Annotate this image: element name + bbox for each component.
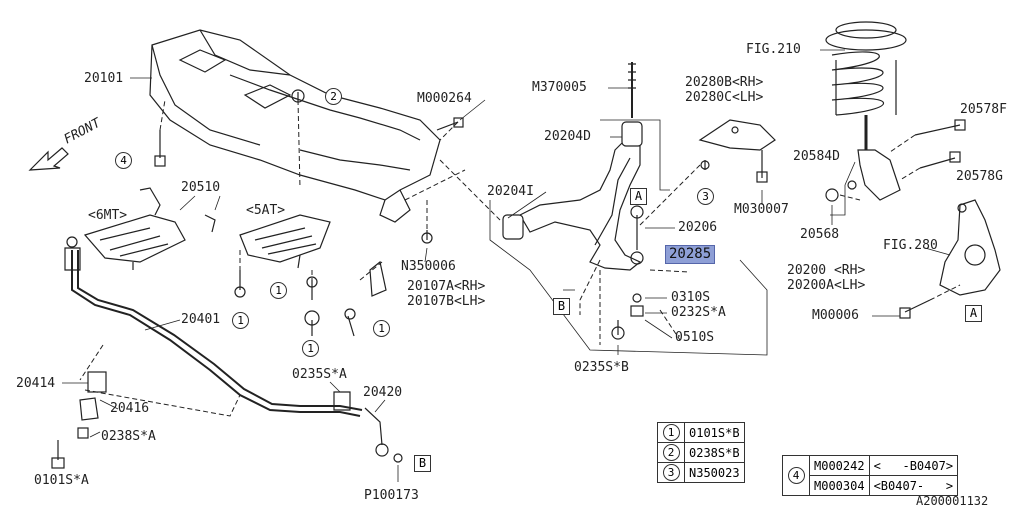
legend-part: 0238S*B — [684, 442, 745, 463]
label-m000264: M000264 — [417, 91, 472, 106]
label-20584d: 20584D — [793, 149, 840, 164]
label-20200a: 20200A<LH> — [787, 278, 866, 293]
legend-num: 1 — [657, 422, 685, 443]
label-0235s-b: 0235S*B — [574, 360, 629, 375]
marker-circle-2: 2 — [325, 88, 342, 105]
label-20578g: 20578G — [956, 169, 1003, 184]
diagram-id: A200001132 — [916, 494, 989, 508]
legend-table: 1 0101S*B 2 0238S*B 3 N350023 — [657, 422, 745, 483]
label-0101s-a: 0101S*A — [34, 473, 89, 488]
label-0232s-a: 0232S*A — [671, 305, 726, 320]
legend-row: 1 0101S*B — [657, 422, 745, 443]
legend-num: 3 — [657, 462, 685, 483]
marker-circle-3: 3 — [697, 188, 714, 205]
marker-box-b: B — [553, 298, 570, 315]
front-arrow-icon — [28, 147, 69, 171]
crossmember-drawing — [149, 29, 441, 223]
label-m030007: M030007 — [734, 202, 789, 217]
stabilizer-bar-drawing — [64, 236, 363, 417]
marker-circle-1: 1 — [373, 320, 390, 337]
label-20107a: 20107A<RH> — [407, 279, 486, 294]
legend-range: <B0407- > — [868, 475, 959, 496]
control-arm-drawing — [502, 62, 644, 340]
marker-box-a: A — [965, 305, 982, 322]
legend-num: 4 — [782, 455, 810, 496]
marker-box-a: A — [630, 188, 647, 205]
label-20280b: 20280B<RH> — [685, 75, 764, 90]
legend-row: 2 0238S*B — [657, 442, 745, 463]
link-and-bushing-drawing — [51, 260, 403, 469]
legend-row: 3 N350023 — [657, 462, 745, 483]
legend-part: 0101S*B — [684, 422, 745, 443]
label-6mt: <6MT> — [88, 208, 128, 223]
label-20101: 20101 — [84, 71, 124, 86]
knuckle-drawing — [899, 199, 1001, 319]
label-5at: <5AT> — [246, 203, 286, 218]
label-m370005: M370005 — [532, 80, 587, 95]
marker-circle-1: 1 — [270, 282, 287, 299]
label-20420: 20420 — [363, 385, 403, 400]
marker-circle-4: 4 — [115, 152, 132, 169]
label-0238s-a: 0238S*A — [101, 429, 156, 444]
legend-part: M000304 — [809, 475, 870, 496]
label-20416: 20416 — [110, 401, 150, 416]
legend-row: M000304 <B0407- > — [783, 475, 959, 496]
legend-num: 2 — [657, 442, 685, 463]
legend-part: N350023 — [684, 462, 745, 483]
label-m00006: M00006 — [812, 308, 859, 323]
label-20107b: 20107B<LH> — [407, 294, 486, 309]
marker-box-b: B — [414, 455, 431, 472]
label-20568: 20568 — [800, 227, 840, 242]
label-0235s-a: 0235S*A — [292, 367, 347, 382]
label-fig280: FIG.280 — [883, 238, 938, 253]
label-20280c: 20280C<LH> — [685, 90, 764, 105]
label-n350006: N350006 — [401, 259, 456, 274]
strut-drawing — [825, 21, 966, 202]
label-20578f: 20578F — [960, 102, 1007, 117]
label-0310s: 0310S — [671, 290, 711, 305]
label-20414: 20414 — [16, 376, 56, 391]
label-20285-highlighted[interactable]: 20285 — [665, 245, 716, 264]
label-p100173: P100173 — [364, 488, 419, 503]
label-20206: 20206 — [678, 220, 718, 235]
label-20510: 20510 — [181, 180, 221, 195]
label-20200: 20200 <RH> — [787, 263, 866, 278]
legend-table-alternates: 4 M000242 < -B0407> M000304 <B0407- > — [782, 455, 959, 496]
legend-row: 4 M000242 < -B0407> — [782, 455, 959, 496]
label-20204i: 20204I — [487, 184, 534, 199]
bracket-drawing — [83, 187, 331, 270]
marker-circle-1: 1 — [232, 312, 249, 329]
label-20204d: 20204D — [544, 129, 591, 144]
legend-part: M000242 — [809, 455, 870, 476]
marker-circle-1: 1 — [302, 340, 319, 357]
label-fig210: FIG.210 — [746, 42, 801, 57]
legend-range: < -B0407> — [868, 455, 959, 476]
label-0510s: 0510S — [675, 330, 715, 345]
ball-joint-bracket-drawing — [698, 119, 776, 183]
label-20401: 20401 — [181, 312, 221, 327]
